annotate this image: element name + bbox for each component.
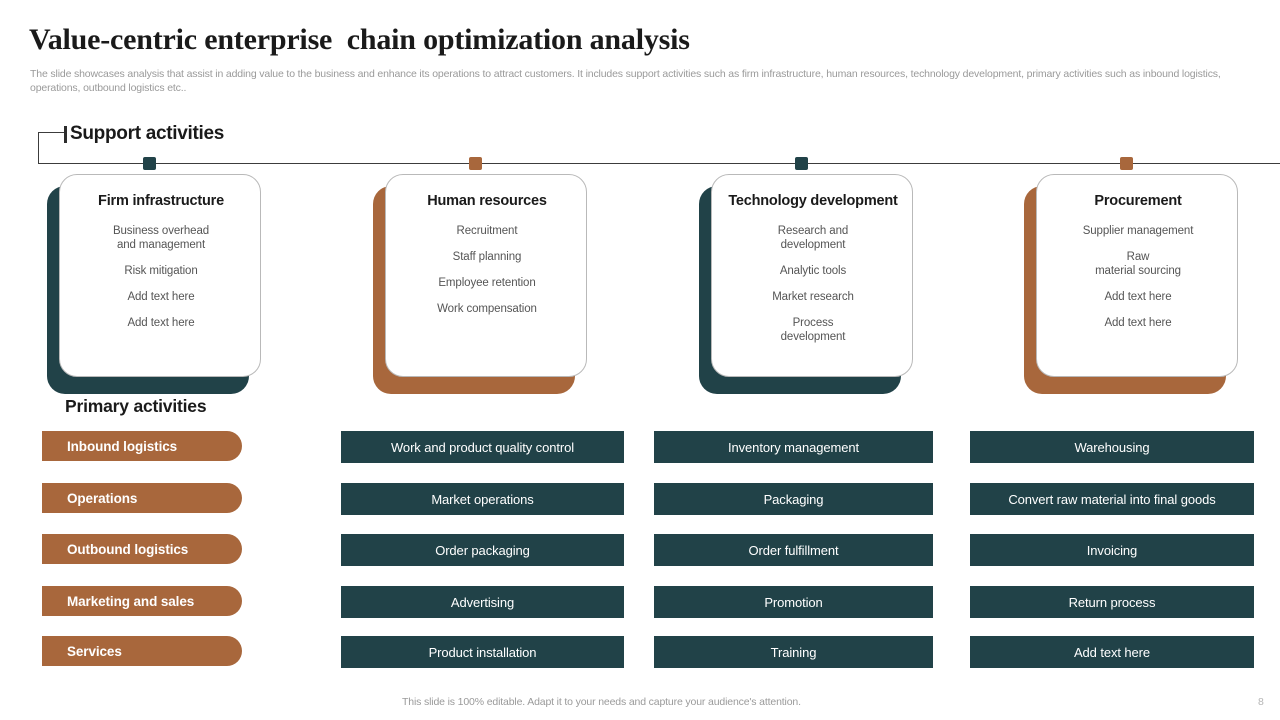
support-card-title: Human resources <box>427 193 547 209</box>
activity-box[interactable]: Market operations <box>341 483 624 515</box>
activity-box[interactable]: Advertising <box>341 586 624 618</box>
primary-activities-heading: Primary activities <box>65 396 207 416</box>
support-card-item: Recruitment <box>456 225 518 237</box>
primary-activity-label[interactable]: Services <box>42 636 242 666</box>
timeline-marker-4 <box>1120 157 1133 170</box>
page-subtitle: The slide showcases analysis that assist… <box>30 68 1221 94</box>
support-bracket <box>38 132 66 164</box>
support-card-item: Business overhead and management <box>112 225 210 251</box>
activity-box[interactable]: Packaging <box>654 483 933 515</box>
support-card-item: Employee retention <box>438 277 536 289</box>
support-card-title: Procurement <box>1094 193 1182 209</box>
support-card-item: Add text here <box>1104 291 1172 303</box>
support-card-title: Firm infrastructure <box>98 193 224 209</box>
support-card-title: Technology development <box>728 193 898 209</box>
activity-box[interactable]: Product installation <box>341 636 624 668</box>
support-card-item: Add text here <box>127 317 195 329</box>
support-card-item: Process development <box>780 317 846 343</box>
activity-box[interactable]: Training <box>654 636 933 668</box>
activity-box[interactable]: Invoicing <box>970 534 1254 566</box>
primary-activity-label[interactable]: Outbound logistics <box>42 534 242 564</box>
primary-activity-label[interactable]: Operations <box>42 483 242 513</box>
support-card-item: Risk mitigation <box>124 265 198 277</box>
page-number: 8 <box>1258 696 1264 708</box>
activity-box[interactable]: Convert raw material into final goods <box>970 483 1254 515</box>
support-card-item: Add text here <box>127 291 195 303</box>
activity-box[interactable]: Order fulfillment <box>654 534 933 566</box>
support-card-item: Add text here <box>1104 317 1172 329</box>
support-bracket-tick <box>64 126 67 143</box>
activity-box[interactable]: Add text here <box>970 636 1254 668</box>
support-timeline-line <box>38 163 1280 164</box>
primary-activity-label[interactable]: Marketing and sales <box>42 586 242 616</box>
activity-box[interactable]: Warehousing <box>970 431 1254 463</box>
footer-note: This slide is 100% editable. Adapt it to… <box>402 696 801 708</box>
support-card-item: Supplier management <box>1082 225 1194 237</box>
activity-box[interactable]: Order packaging <box>341 534 624 566</box>
activity-box[interactable]: Promotion <box>654 586 933 618</box>
timeline-marker-3 <box>795 157 808 170</box>
activity-box[interactable]: Return process <box>970 586 1254 618</box>
activity-box[interactable]: Inventory management <box>654 431 933 463</box>
activity-box[interactable]: Work and product quality control <box>341 431 624 463</box>
support-card-item: Staff planning <box>452 251 522 263</box>
primary-activity-label[interactable]: Inbound logistics <box>42 431 242 461</box>
support-card-item: Raw material sourcing <box>1095 251 1181 277</box>
support-activities-heading: Support activities <box>70 123 225 144</box>
support-card-item: Analytic tools <box>779 265 847 277</box>
timeline-marker-2 <box>469 157 482 170</box>
support-card-item: Research and development <box>777 225 849 251</box>
support-card-item: Market research <box>772 291 854 303</box>
support-card-item: Work compensation <box>437 303 537 315</box>
page-title: Value-centric enterprise chain optimizat… <box>29 23 690 56</box>
timeline-marker-1 <box>143 157 156 170</box>
